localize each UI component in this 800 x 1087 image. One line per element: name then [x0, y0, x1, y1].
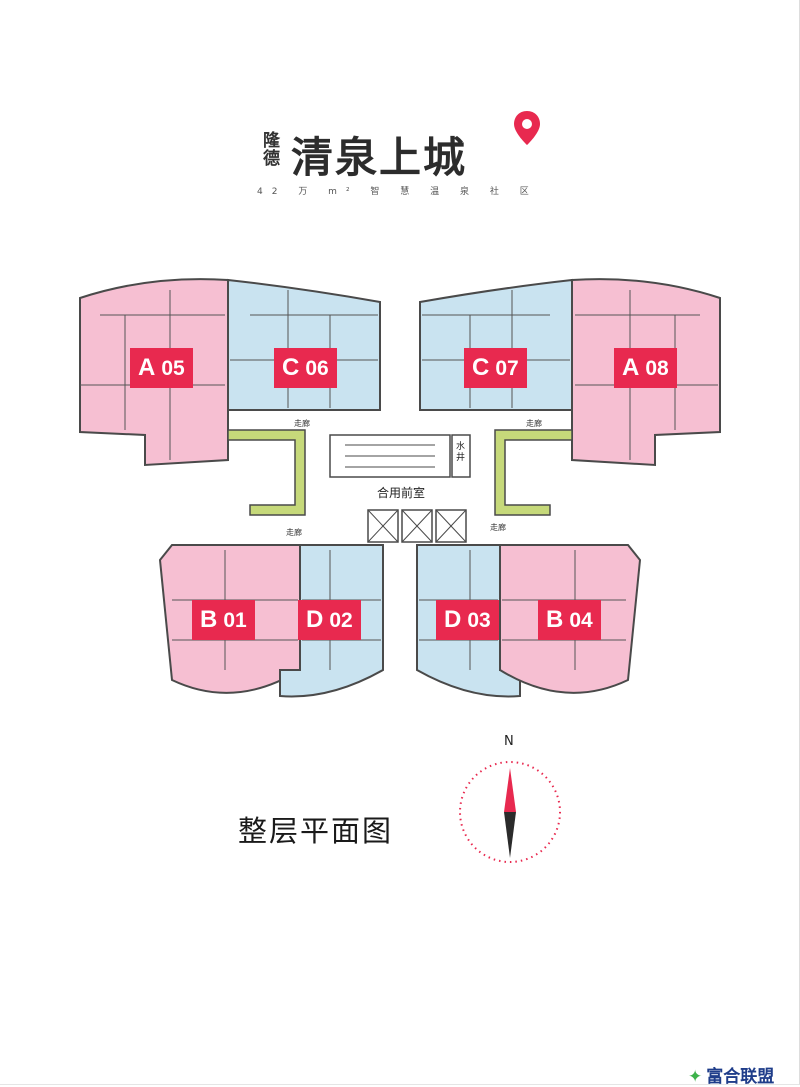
corridor-label: 走廊: [490, 523, 506, 532]
watermark-logo: ✦富合联盟: [688, 1062, 774, 1087]
watermark-mark-icon: ✦: [688, 1067, 703, 1087]
unit-code: C: [282, 354, 300, 381]
unit-code: B: [200, 606, 218, 633]
corridor-label: 走廊: [294, 419, 310, 428]
north-label: N: [504, 734, 514, 749]
unit-code: D: [444, 606, 462, 633]
floor-plan: [79, 278, 721, 698]
compass-icon: [459, 761, 561, 863]
north-compass: N: [452, 734, 572, 868]
unit-number: 08: [645, 357, 669, 380]
unit-c06-area: [227, 278, 381, 411]
brand-logo: 隆德 清泉上城 42 万 m² 智 慧 温 泉 社 区: [255, 111, 555, 198]
brand-small-text: 隆德: [263, 131, 280, 169]
unit-number: 07: [495, 357, 519, 380]
shared-lobby-label: 合用前室: [377, 486, 426, 500]
brand-tagline: 42 万 m² 智 慧 温 泉 社 区: [257, 187, 538, 197]
unit-number: 06: [305, 357, 329, 380]
location-pin-icon: [514, 111, 540, 145]
brand-name: 清泉上城: [291, 133, 468, 182]
watermark-text: 富合联盟: [706, 1067, 775, 1087]
unit-code: A: [622, 354, 640, 381]
water-shaft-box: [451, 434, 471, 478]
unit-code: A: [138, 354, 156, 381]
unit-number: 01: [223, 609, 247, 632]
unit-number: 04: [569, 609, 593, 632]
corridor-label: 走廊: [286, 528, 302, 537]
unit-c07-area: [419, 278, 573, 411]
corridor-right-green: [494, 429, 573, 516]
unit-number: 03: [467, 609, 491, 632]
page-title: 整层平面图: [238, 814, 394, 848]
unit-number: 02: [329, 609, 353, 632]
unit-code: C: [472, 354, 490, 381]
water-shaft-label: 水井: [456, 442, 466, 463]
corridor-left-green: [227, 429, 306, 516]
unit-code: B: [546, 606, 564, 633]
unit-number: 05: [161, 357, 185, 380]
unit-code: D: [306, 606, 324, 633]
corridor-label: 走廊: [526, 419, 542, 428]
